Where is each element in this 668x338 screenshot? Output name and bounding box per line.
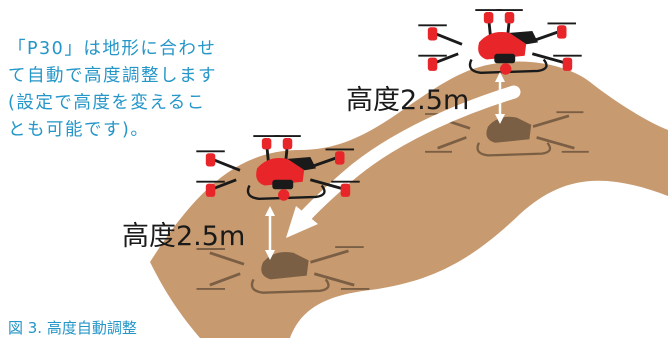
double-arrow-icon xyxy=(265,206,275,260)
double-arrow-icon xyxy=(495,72,505,124)
description-text: 「P30」は地形に合わせ て自動で高度調整します (設定で高度を変えるこ とも可… xyxy=(8,36,248,144)
height-label-bottom: 高度2.5m xyxy=(122,221,246,252)
path-arrow-icon xyxy=(286,85,521,238)
description-line: とも可能です)。 xyxy=(8,120,150,140)
description-line: 「P30」は地形に合わせ xyxy=(8,39,217,59)
description-line: て自動で高度調整します xyxy=(8,66,217,86)
figure-caption: 図 3. 高度自動調整 xyxy=(8,319,137,337)
height-label-top: 高度2.5m xyxy=(346,85,470,116)
description-line: (設定で高度を変えるこ xyxy=(8,93,206,113)
